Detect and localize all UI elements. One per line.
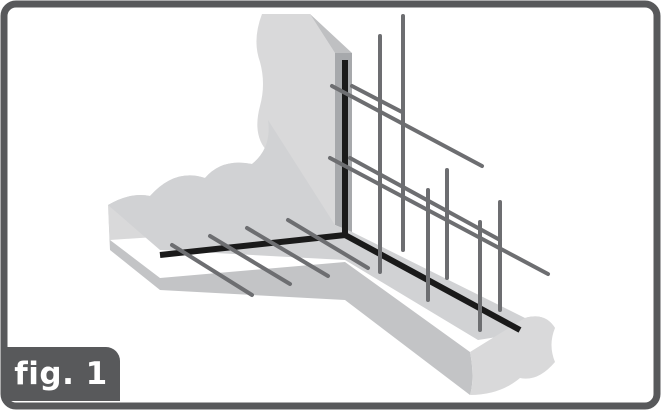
footing-end-face bbox=[470, 316, 555, 395]
rebar-h-1 bbox=[330, 84, 484, 168]
rebar-f-3 bbox=[245, 226, 330, 278]
footing-rebars bbox=[170, 218, 370, 297]
rebar-f-4 bbox=[286, 218, 370, 270]
rebar-f-1 bbox=[170, 243, 254, 297]
rebar-h-3 bbox=[328, 156, 550, 276]
membrane-footing bbox=[343, 232, 522, 333]
figure-label: fig. 1 bbox=[2, 347, 120, 401]
wall-horizontal-rebars bbox=[328, 84, 550, 276]
wall-vertical-rebars bbox=[378, 14, 502, 332]
rebar-h-2 bbox=[350, 84, 404, 114]
rebar-h-4 bbox=[348, 156, 502, 242]
rebar-f-2 bbox=[208, 234, 292, 286]
